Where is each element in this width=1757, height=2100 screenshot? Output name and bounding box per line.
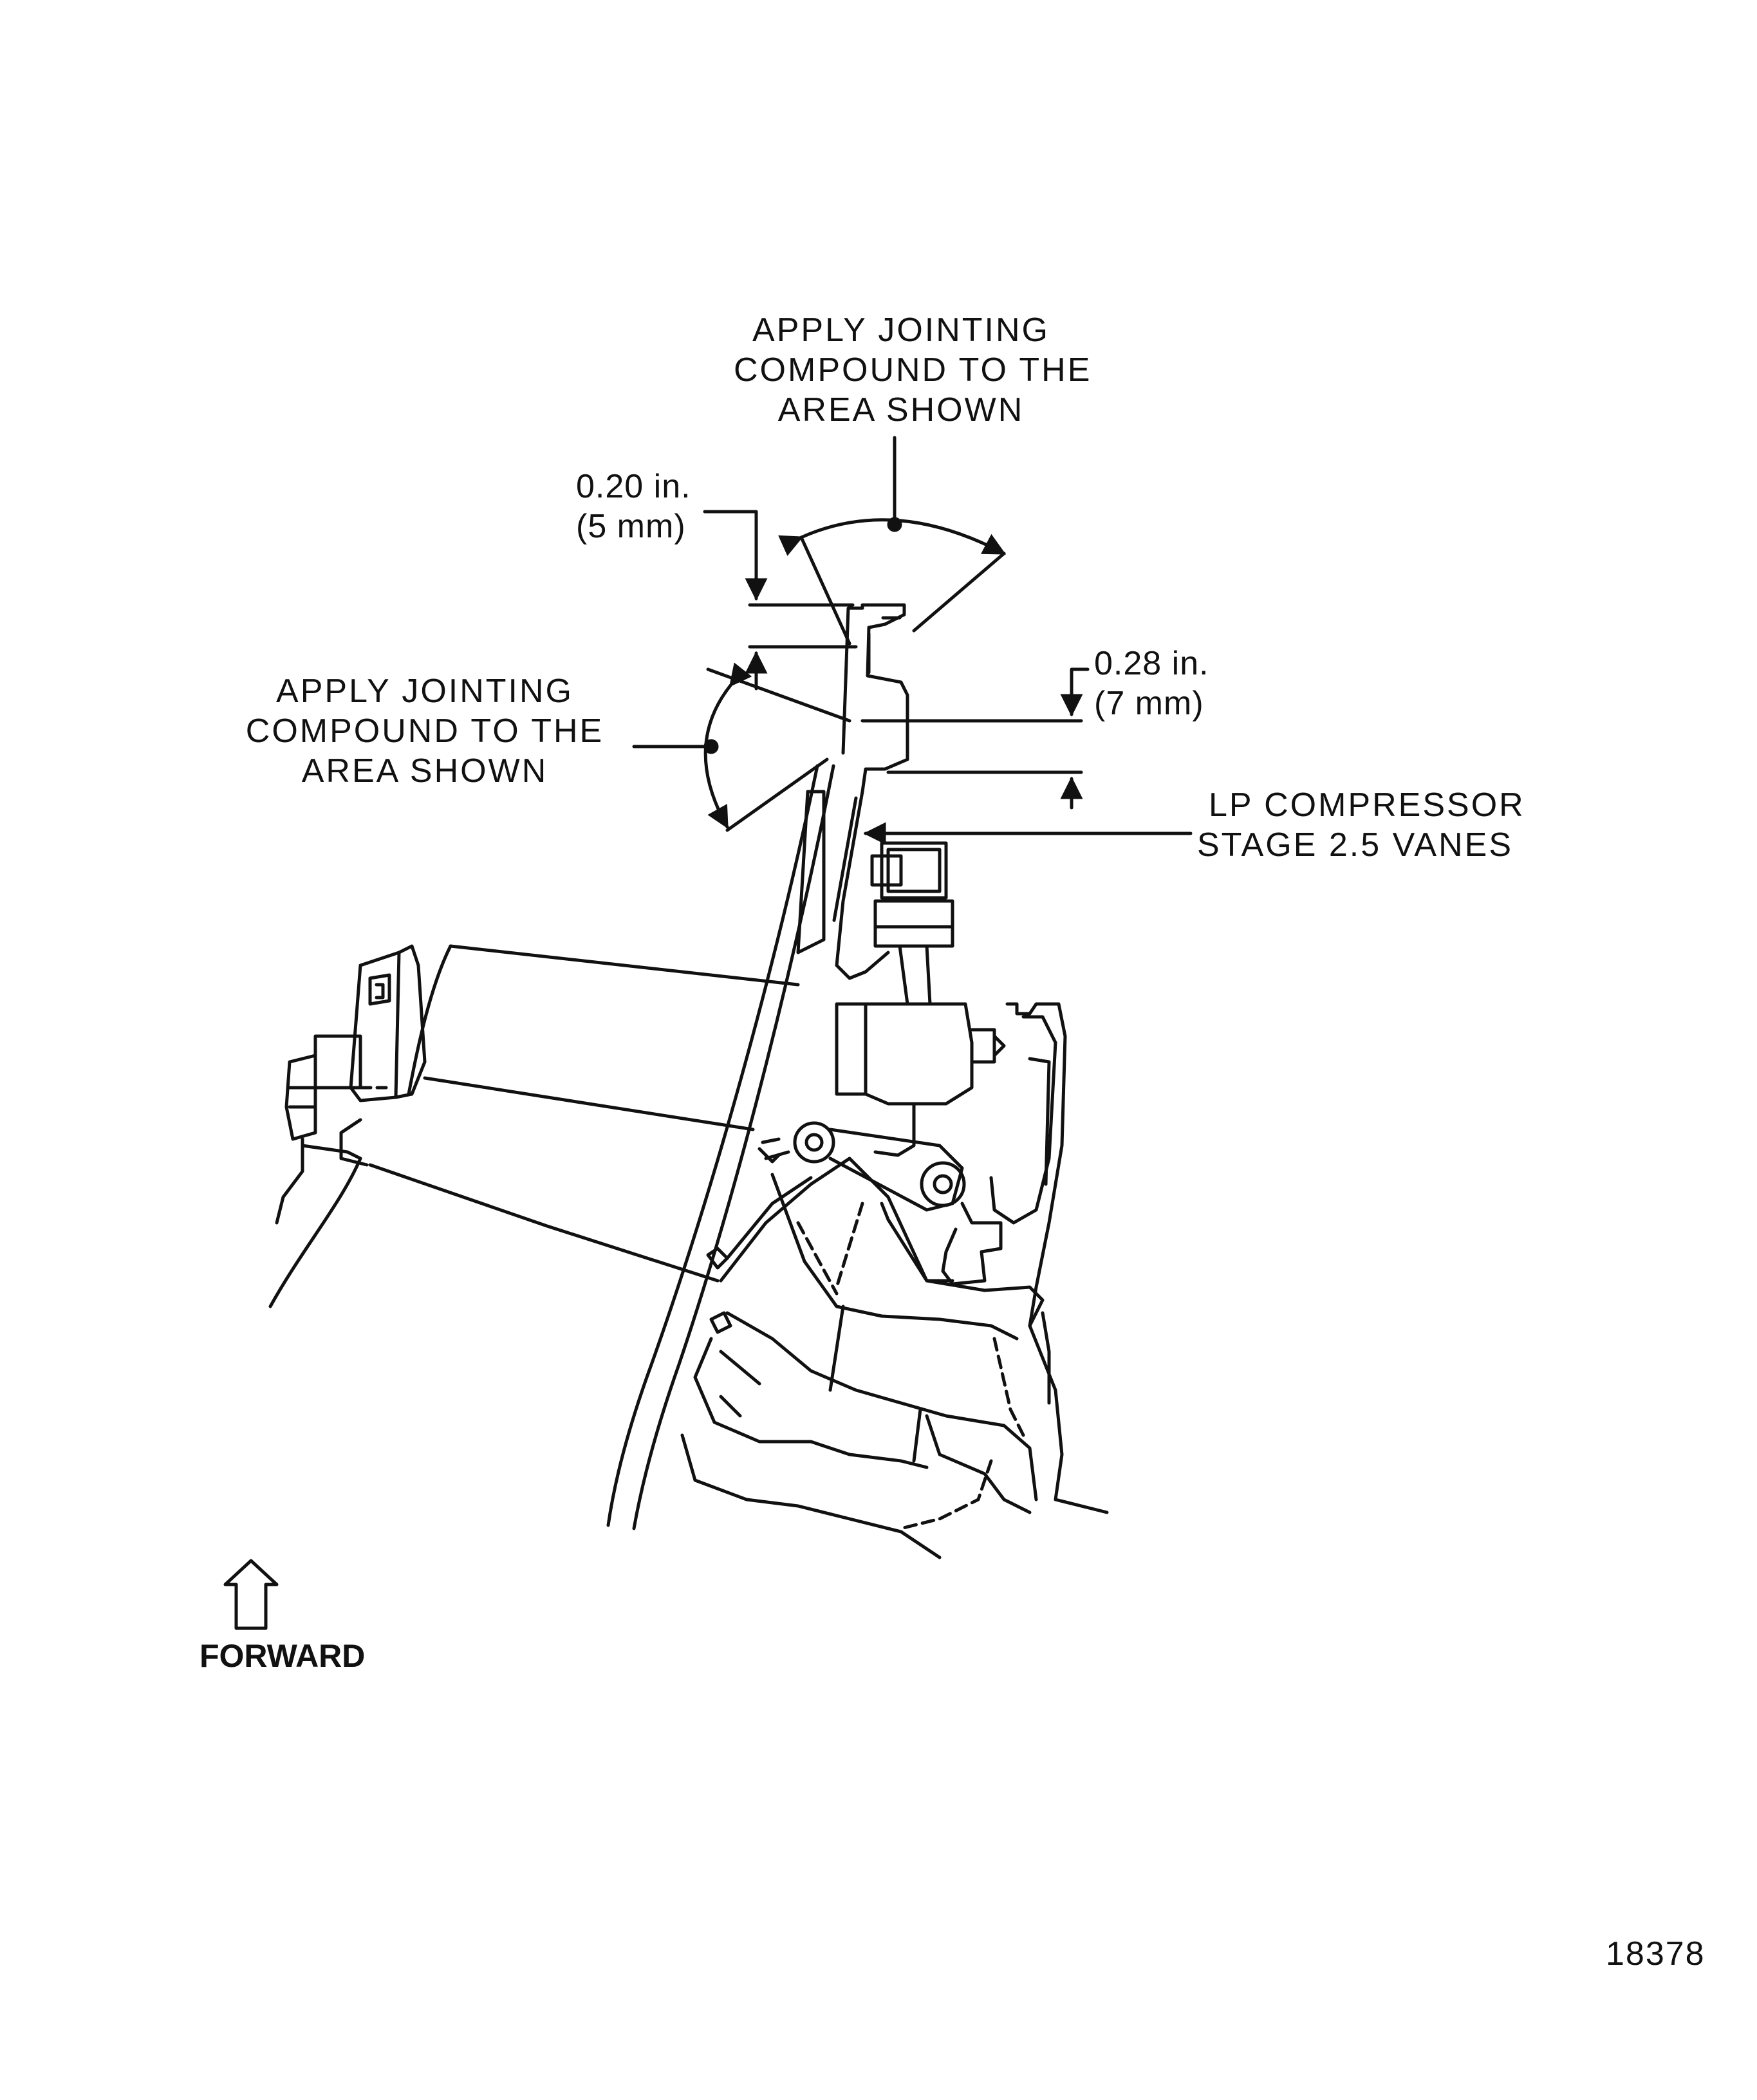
figure-number: 18378 (1606, 1935, 1706, 1973)
left-compound-callout: APPLY JOINTING COMPOUND TO THE AREA SHOW… (222, 671, 628, 791)
vanes-line-1: LP COMPRESSOR (1209, 786, 1525, 824)
left-compound-line-2: COMPOUND TO THE (245, 712, 604, 750)
top-compound-line-3: AREA SHOWN (777, 391, 1025, 429)
left-compound-line-1: APPLY JOINTING (276, 673, 573, 710)
inner-ducting (680, 1157, 1109, 1559)
dimension-small-inches: 0.20 in. (576, 468, 691, 505)
dimension-large-callout: 0.28 in. (7 mm) (1094, 644, 1209, 723)
top-compound-line-1: APPLY JOINTING (752, 311, 1050, 349)
vanes-line-2: STAGE 2.5 VANES (1197, 826, 1514, 864)
vane-lever-assembly (758, 841, 1006, 1212)
top-compound-leader (778, 436, 1007, 646)
dimension-small-mm: (5 mm) (576, 508, 686, 545)
left-compound-line-3: AREA SHOWN (301, 752, 548, 790)
actuation-housing (880, 1002, 1067, 1328)
vanes-callout: LP COMPRESSOR STAGE 2.5 VANES (1197, 785, 1525, 865)
lp-compressor-vane-duct (268, 944, 800, 1308)
dimension-small-callout: 0.20 in. (5 mm) (576, 467, 691, 546)
top-compound-callout: APPLY JOINTING COMPOUND TO THE AREA SHOW… (734, 310, 1092, 430)
stage-2-5-vane-segment (832, 603, 909, 980)
dimension-0-28-in (860, 667, 1090, 810)
dimension-0-20-in (703, 510, 858, 691)
compressor-casing (606, 764, 835, 1530)
forward-label: FORWARD (200, 1638, 366, 1674)
left-compound-leader (632, 662, 851, 832)
dimension-large-mm: (7 mm) (1094, 685, 1204, 722)
forward-arrow-icon (223, 1559, 279, 1630)
top-compound-line-2: COMPOUND TO THE (734, 351, 1092, 389)
dimension-large-inches: 0.28 in. (1094, 645, 1209, 682)
